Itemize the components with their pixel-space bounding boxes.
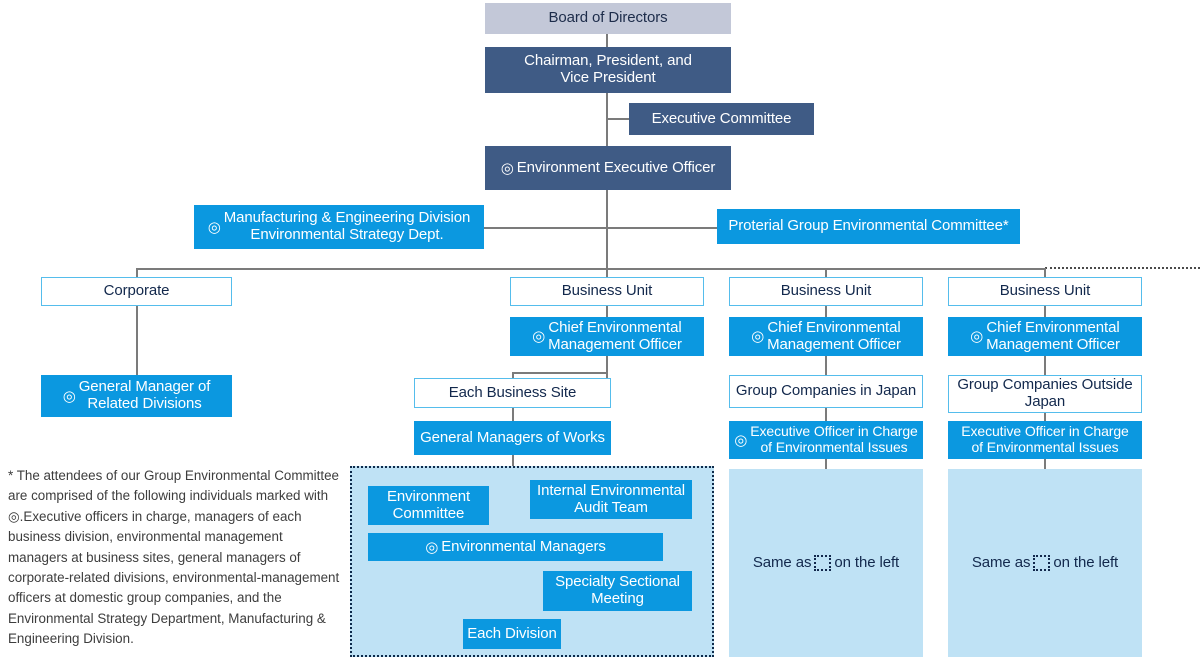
connector-chairman-to-exec-committee: [606, 118, 630, 120]
marker-icon: ◎: [532, 328, 546, 345]
node-manufacturing-engineering-environmental-strategy-dept[interactable]: ◎ Manufacturing & Engineering Division E…: [194, 205, 484, 249]
node-exec-officer-env-issues-overseas-label: Executive Officer in Charge of Environme…: [961, 423, 1129, 455]
connector-main-bus-dotted-extension: [1045, 267, 1200, 269]
connector-bus-to-business-unit-1: [606, 268, 608, 277]
node-board-of-directors-label: Board of Directors: [548, 9, 668, 27]
node-business-unit-1-label: Business Unit: [561, 282, 653, 300]
node-executive-officer-env-issues-japan[interactable]: ◎ Executive Officer in Charge of Environ…: [729, 421, 923, 459]
node-each-division-label: Each Division: [467, 624, 557, 642]
node-proterial-group-env-committee-label: Proterial Group Environmental Committee*: [728, 217, 1009, 235]
marker-icon: ◎: [62, 387, 76, 405]
node-each-division[interactable]: Each Division: [463, 619, 561, 649]
connector-corporate-to-general-manager: [136, 306, 138, 375]
node-internal-env-audit-team-label: Internal Environmental Audit Team: [537, 481, 685, 516]
node-environmental-managers-label: Environmental Managers: [441, 537, 606, 555]
node-corporate[interactable]: Corporate: [41, 277, 232, 306]
node-same-as-on-the-left-overseas[interactable]: Same as on the left: [948, 469, 1142, 657]
node-group-companies-outside-japan-label: Group Companies Outside Japan: [957, 376, 1133, 410]
marker-icon: ◎: [734, 431, 748, 449]
same-as-prefix-label: Same as: [752, 553, 812, 571]
node-business-unit-1[interactable]: Business Unit: [510, 277, 704, 306]
same-as-suffix-label: on the left: [834, 553, 900, 571]
connector-bu3-exec-to-sameas: [1044, 455, 1046, 469]
marker-icon: ◎: [425, 538, 439, 556]
node-proterial-group-environmental-committee[interactable]: Proterial Group Environmental Committee*: [717, 209, 1020, 244]
node-business-unit-2[interactable]: Business Unit: [729, 277, 923, 306]
connector-eeo-to-proterial: [606, 227, 717, 229]
connector-bu3-to-chief: [1044, 306, 1046, 317]
connector-board-to-chairman: [606, 33, 608, 47]
node-chairman-president-vice-president[interactable]: Chairman, President, and Vice President: [485, 47, 731, 93]
node-chief-environmental-management-officer-1[interactable]: ◎ Chief Environmental Management Officer: [510, 317, 704, 356]
node-group-companies-in-japan[interactable]: Group Companies in Japan: [729, 375, 923, 408]
footnote-text: * The attendees of our Group Environment…: [8, 468, 340, 646]
node-chief-env-officer-3-label: Chief Environmental Management Officer: [986, 318, 1120, 353]
node-internal-environmental-audit-team[interactable]: Internal Environmental Audit Team: [530, 480, 692, 519]
node-executive-officer-env-issues-overseas[interactable]: Executive Officer in Charge of Environme…: [948, 421, 1142, 459]
node-corporate-label: Corporate: [103, 282, 170, 300]
dotted-square-icon: [814, 555, 832, 571]
node-environment-executive-officer-label: Environment Executive Officer: [516, 158, 716, 176]
connector-bu1-to-chief: [606, 306, 608, 317]
marker-icon: ◎: [500, 159, 514, 177]
connector-bus-to-business-unit-2: [825, 268, 827, 277]
connector-bu2-chief-to-group: [825, 356, 827, 375]
connector-bus-to-business-unit-3: [1044, 268, 1046, 277]
node-general-manager-of-related-divisions[interactable]: ◎ General Manager of Related Divisions: [41, 375, 232, 417]
connector-bu2-exec-to-sameas: [825, 455, 827, 469]
node-chief-environmental-management-officer-2[interactable]: ◎ Chief Environmental Management Officer: [729, 317, 923, 356]
connector-eeo-trunk: [606, 190, 608, 270]
node-executive-committee-label: Executive Committee: [651, 109, 792, 127]
node-group-companies-japan-label: Group Companies in Japan: [735, 382, 917, 400]
connector-group-japan-to-exec: [825, 408, 827, 421]
node-general-managers-of-works[interactable]: General Managers of Works: [414, 421, 611, 455]
node-manufacturing-strategy-dept-label: Manufacturing & Engineering Division Env…: [223, 209, 471, 243]
same-as-prefix-label: Same as: [971, 553, 1031, 571]
connector-bu1-chief-down: [606, 356, 608, 386]
connector-group-overseas-to-exec: [1044, 413, 1046, 421]
node-chief-env-officer-1-label: Chief Environmental Management Officer: [548, 318, 682, 353]
node-exec-officer-env-issues-japan-label: Executive Officer in Charge of Environme…: [750, 423, 918, 455]
connector-bu2-to-chief: [825, 306, 827, 317]
connector-bu3-chief-to-group: [1044, 356, 1046, 375]
node-chief-environmental-management-officer-3[interactable]: ◎ Chief Environmental Management Officer: [948, 317, 1142, 356]
node-chief-env-officer-2-label: Chief Environmental Management Officer: [767, 318, 901, 353]
marker-icon: ◎: [207, 218, 221, 236]
node-board-of-directors[interactable]: Board of Directors: [485, 3, 731, 34]
node-environment-committee-label: Environment Committee: [386, 487, 471, 522]
connector-bu1-sub-bus: [512, 372, 607, 374]
node-specialty-sectional-meeting-label: Specialty Sectional Meeting: [555, 573, 680, 607]
node-environmental-managers[interactable]: ◎ Environmental Managers: [368, 533, 663, 561]
node-business-unit-2-label: Business Unit: [780, 282, 872, 300]
node-group-companies-outside-japan[interactable]: Group Companies Outside Japan: [948, 375, 1142, 413]
node-business-unit-3-label: Business Unit: [999, 282, 1091, 300]
node-business-unit-3[interactable]: Business Unit: [948, 277, 1142, 306]
node-environment-committee[interactable]: Environment Committee: [368, 486, 489, 525]
marker-icon: ◎: [970, 328, 984, 345]
marker-icon: ◎: [751, 328, 765, 345]
node-each-business-site-label: Each Business Site: [448, 383, 577, 401]
connector-main-bus: [136, 268, 1045, 270]
node-general-manager-related-divisions-label: General Manager of Related Divisions: [78, 378, 211, 412]
node-chairman-label: Chairman, President, and Vice President: [524, 52, 692, 86]
connector-bu1-sub-to-site: [512, 372, 514, 378]
connector-eeo-to-manufacturing: [484, 227, 607, 229]
node-same-as-on-the-left-japan[interactable]: Same as on the left: [729, 469, 923, 657]
node-executive-committee[interactable]: Executive Committee: [629, 103, 814, 135]
connector-works-to-frame: [512, 455, 514, 469]
same-as-suffix-label: on the left: [1053, 553, 1119, 571]
dotted-square-icon: [1033, 555, 1051, 571]
node-each-business-site[interactable]: Each Business Site: [414, 378, 611, 408]
node-general-managers-of-works-label: General Managers of Works: [420, 428, 605, 446]
connector-site-to-works: [512, 408, 514, 421]
node-specialty-sectional-meeting[interactable]: Specialty Sectional Meeting: [543, 571, 692, 611]
connector-bus-to-corporate: [136, 268, 138, 277]
node-environment-executive-officer[interactable]: ◎ Environment Executive Officer: [485, 146, 731, 190]
